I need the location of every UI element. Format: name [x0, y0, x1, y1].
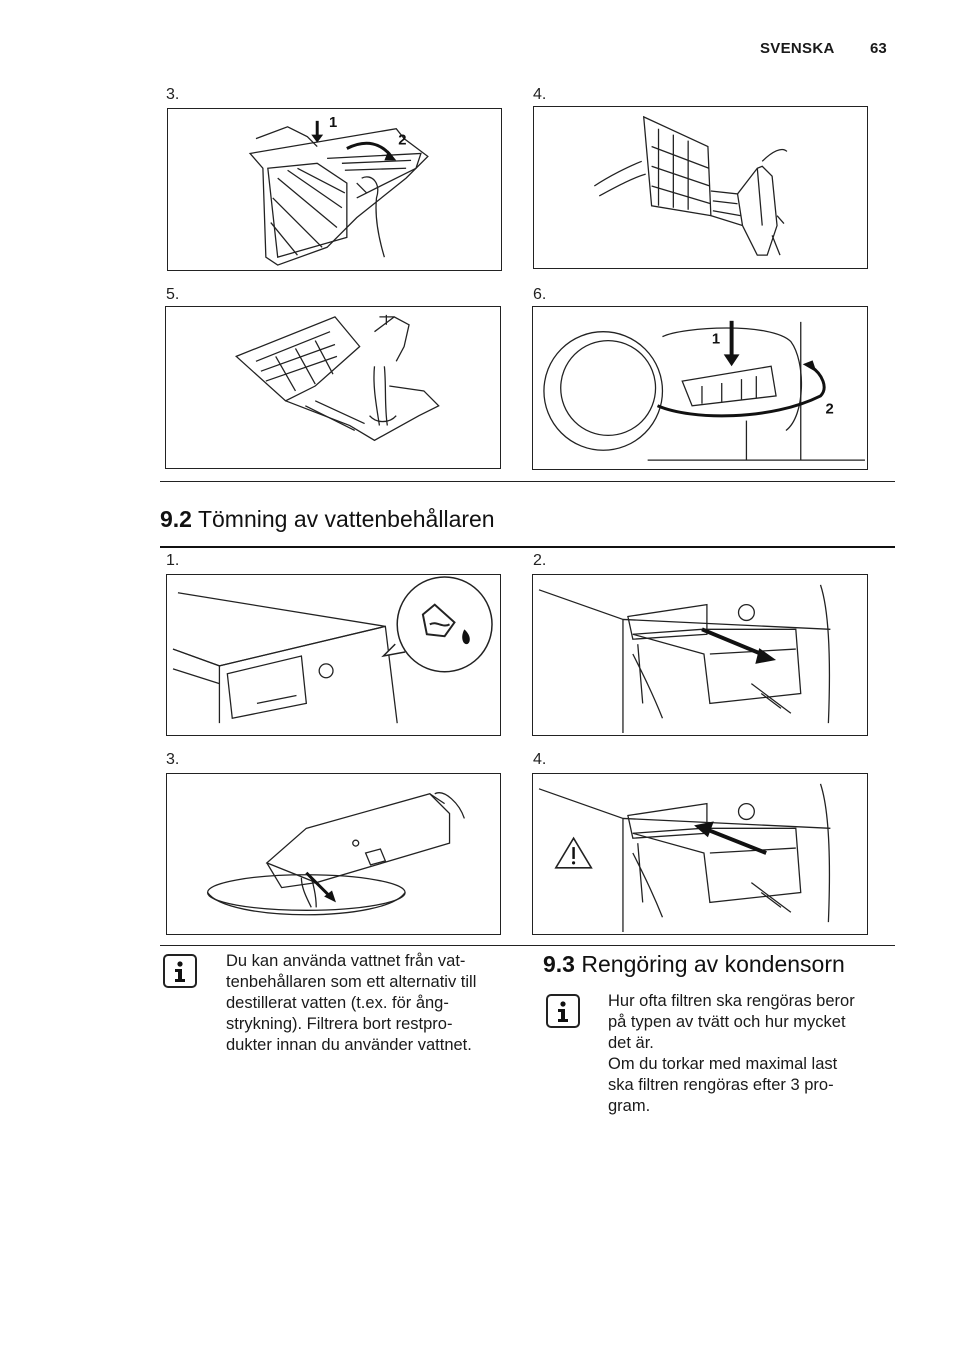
push-in-water-container-illustration: [532, 773, 868, 935]
dryer-water-container-indicator-illustration: [166, 574, 501, 736]
callout-1: 1: [712, 332, 720, 348]
step-label: 4.: [533, 86, 547, 103]
step-label: 2.: [533, 552, 547, 569]
filter-open-illustration: 1 2: [167, 108, 502, 271]
empty-container-into-bowl-illustration: [166, 773, 501, 935]
page-number: 63: [870, 40, 887, 57]
section-title-9-3: 9.3 Rengöring av kondensorn: [543, 951, 845, 978]
info-line: ska filtren rengöras efter 3 pro-: [608, 1076, 834, 1094]
step-label: 4.: [533, 751, 547, 768]
callout-2: 2: [398, 133, 406, 149]
info-line: Om du torkar med maximal last: [608, 1055, 838, 1073]
section-divider: [160, 481, 895, 482]
section-title-9-2: 9.2 Tömning av vattenbehållaren: [160, 506, 495, 533]
info-line: dukter innan du använder vattnet.: [226, 1036, 472, 1054]
info-line: på typen av tvätt och hur mycket: [608, 1013, 846, 1031]
header-language: SVENSKA: [760, 40, 835, 57]
info-line: Du kan använda vattnet från vat-: [226, 952, 466, 970]
step-label: 6.: [533, 286, 547, 303]
section-underline: [160, 546, 895, 548]
section-title-text: Tömning av vattenbehållaren: [197, 506, 495, 532]
step-label: 3.: [166, 751, 180, 768]
info-note-filter-cleaning: Hur ofta filtren ska rengöras beror på t…: [608, 991, 908, 1117]
info-line: gram.: [608, 1097, 651, 1115]
callout-1: 1: [329, 115, 337, 131]
section-number: 9.3: [543, 951, 575, 977]
step-label: 1.: [166, 552, 180, 569]
callout-2: 2: [825, 402, 833, 418]
section-divider: [160, 945, 895, 946]
step-label: 5.: [166, 286, 180, 303]
filter-reinsert-door-illustration: 1 2: [532, 306, 868, 470]
filter-unfolded-illustration: [533, 106, 868, 269]
info-line: strykning). Filtrera bort restpro-: [226, 1015, 453, 1033]
step-label: 3.: [166, 86, 180, 103]
info-line: Hur ofta filtren ska rengöras beror: [608, 992, 855, 1010]
info-line: destillerat vatten (t.ex. för ång-: [226, 994, 449, 1012]
info-note-water-reuse: Du kan använda vattnet från vat- tenbehå…: [226, 951, 526, 1056]
filter-rinse-under-tap-illustration: [165, 306, 501, 469]
info-line: det är.: [608, 1034, 654, 1052]
info-icon: [163, 954, 197, 988]
info-icon: [546, 994, 580, 1028]
section-number: 9.2: [160, 506, 192, 532]
pull-out-water-container-illustration: [532, 574, 868, 736]
info-line: tenbehållaren som ett alternativ till: [226, 973, 477, 991]
section-title-text: Rengöring av kondensorn: [581, 951, 845, 977]
